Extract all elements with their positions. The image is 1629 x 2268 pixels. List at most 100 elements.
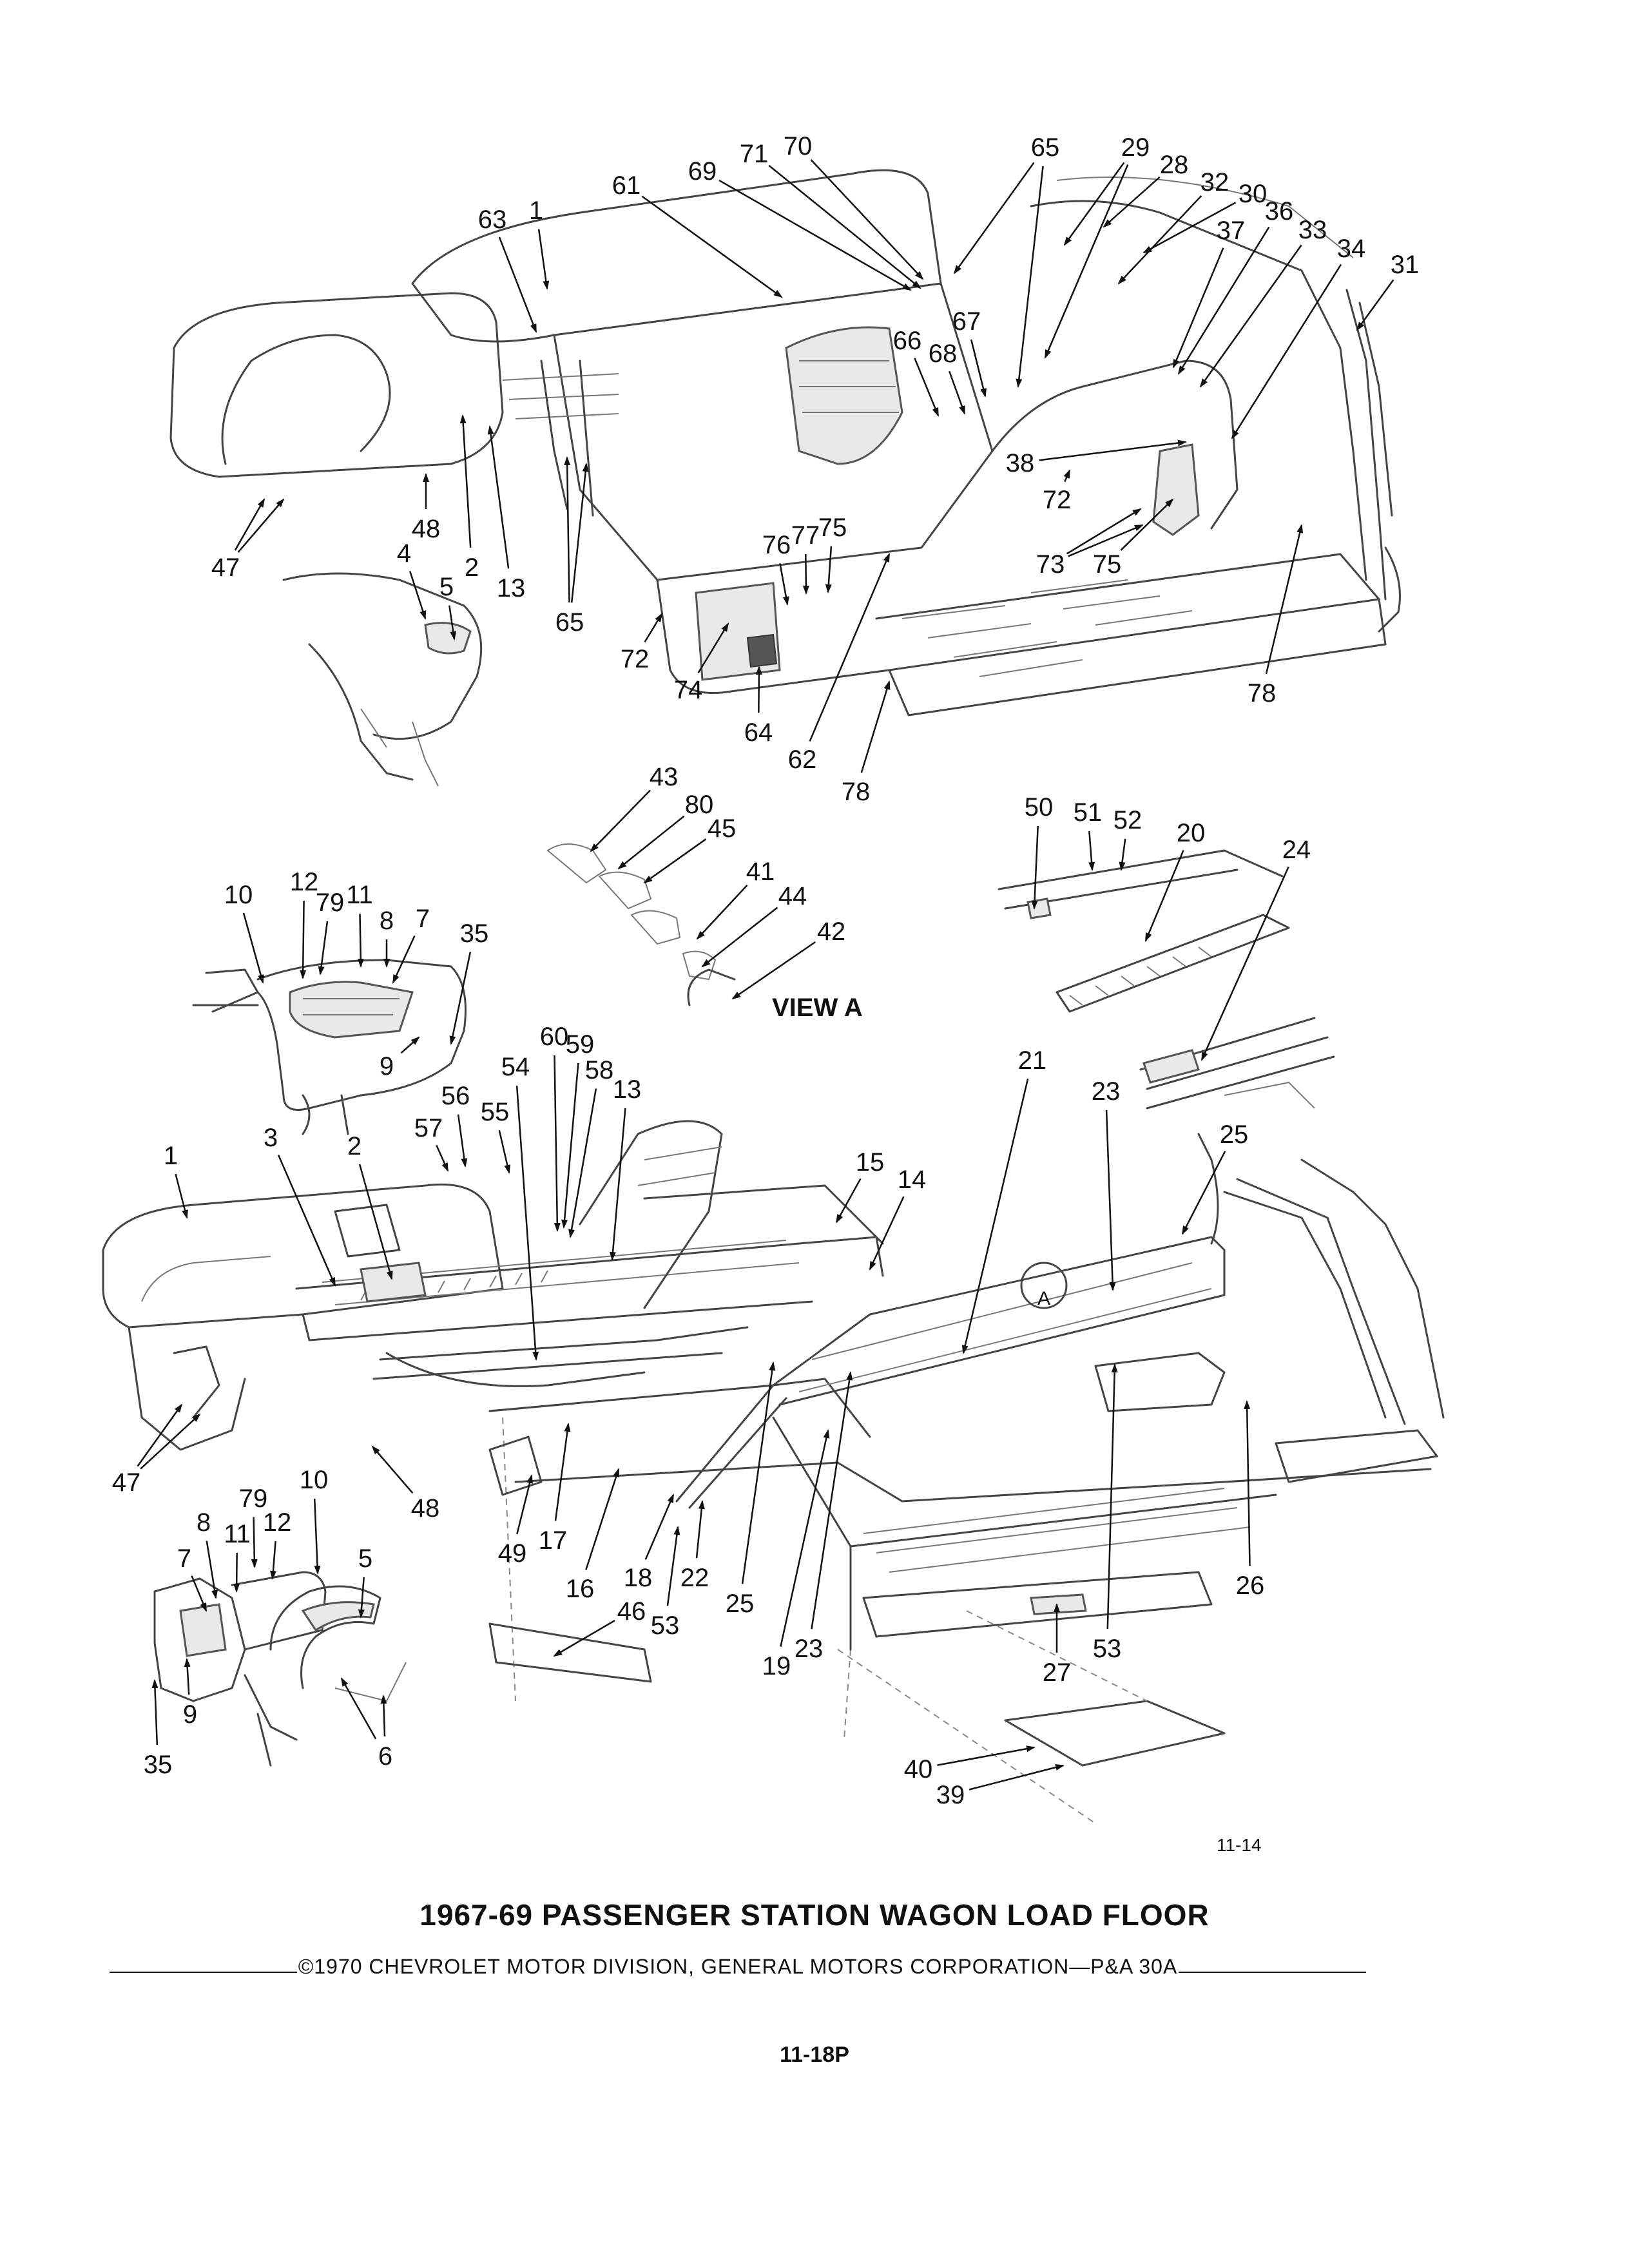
leader-c14 [869,1196,905,1271]
leader-c30 [1142,202,1237,254]
callout-c41: 41 [746,858,775,886]
leader-c74 [697,622,729,674]
leader-c51 [1088,831,1095,871]
leader-c65t2 [953,162,1035,274]
leader-c2m [358,1164,393,1280]
leader-c26 [1244,1400,1251,1566]
leader-c57 [436,1144,449,1172]
callout-c56: 56 [441,1082,470,1110]
callout-c67: 67 [952,307,981,336]
callout-c4: 4 [397,539,411,568]
callout-c47t: 47 [211,553,240,582]
leader-c1t [537,229,550,290]
callout-c36: 36 [1265,197,1294,226]
callout-c11t: 11 [346,881,373,909]
callout-c7b: 7 [177,1544,191,1573]
leader-c73 [1068,524,1144,557]
callout-c24: 24 [1282,836,1311,864]
leader-c46 [553,1620,615,1657]
callout-c49: 49 [498,1539,527,1568]
leader-c16 [585,1468,620,1570]
leader-c37 [1172,247,1224,369]
callout-c6: 6 [378,1742,392,1771]
leader-c22 [695,1500,705,1559]
leader-c39 [969,1764,1065,1791]
leader-c36 [1177,226,1270,375]
callout-c79t: 79 [316,889,345,917]
leader-c9t [400,1036,420,1054]
leader-c53r [1106,1363,1118,1629]
leader-c6 [340,1677,377,1740]
callout-c12b: 12 [263,1508,292,1537]
leader-c23t [1105,1110,1116,1291]
callout-c62: 62 [788,745,817,774]
callout-c3: 3 [264,1124,278,1152]
callout-c46: 46 [617,1597,646,1626]
callout-c45: 45 [708,814,737,843]
callout-c55: 55 [481,1098,510,1126]
leader-c69 [718,179,912,291]
leader-c10b [313,1498,321,1575]
callout-c59: 59 [566,1030,595,1059]
lower-left-inset-drawing [153,1571,407,1767]
callout-c29: 29 [1121,133,1150,162]
top-assembly-drawing [169,169,1401,787]
leader-c50 [1031,825,1039,910]
leader-c23b [811,1371,853,1629]
leader-c48m [371,1445,414,1494]
callout-c65m: 65 [555,608,584,637]
leader-c64 [755,666,762,713]
copyright-rule-left [110,1972,297,1973]
leader-c25t [1181,1151,1226,1235]
leader-c62 [809,553,891,742]
leader-c61 [641,195,783,298]
leader-c7b [191,1575,207,1612]
view-a-label: VIEW A [772,994,863,1022]
callout-c10b: 10 [300,1466,329,1494]
leader-c9b [184,1658,191,1695]
leader-c65m2 [570,463,589,603]
leader-c21 [961,1078,1029,1354]
leader-c19 [780,1429,830,1647]
leader-c70 [810,159,924,280]
leader-c72r [1063,469,1071,483]
view-a-detail-drawing [546,843,736,1006]
callout-c14: 14 [898,1166,927,1194]
leader-c77 [802,553,809,595]
callout-c63: 63 [478,206,507,234]
leader-c40 [937,1745,1036,1766]
callout-c57: 57 [414,1114,443,1142]
callout-c48m: 48 [411,1494,440,1523]
copyright-row: ©1970 CHEVROLET MOTOR DIVISION, GENERAL … [110,1954,1366,1979]
leader-c11b [233,1552,240,1593]
main-load-floor-drawing: A [102,1120,1445,1824]
leader-c59 [561,1062,579,1229]
leader-c5b [358,1577,365,1619]
callout-c2m: 2 [347,1132,361,1160]
leader-c12b [269,1541,276,1580]
callout-c43: 43 [650,763,679,791]
latch-inset-drawing [192,959,467,1135]
callout-c75r: 75 [1093,550,1122,579]
callout-c13t: 13 [497,574,526,602]
callout-c31: 31 [1391,251,1420,279]
leader-c29b [1044,164,1129,359]
callout-c69: 69 [688,157,717,186]
leader-c35b [151,1679,159,1745]
leader-c41 [696,885,748,940]
leader-c54 [516,1085,539,1361]
callout-c19: 19 [762,1652,791,1680]
callout-c26: 26 [1236,1571,1265,1600]
leader-c45 [643,838,707,884]
leader-c73b [1066,508,1142,555]
callout-c76: 76 [762,531,791,559]
callout-c60: 60 [540,1023,569,1051]
callout-c30: 30 [1239,180,1268,208]
leader-c44 [701,907,778,968]
callout-c8b: 8 [197,1508,211,1537]
leader-c5t [448,605,457,640]
leader-c13m [610,1108,626,1261]
callout-c33: 33 [1298,216,1327,244]
